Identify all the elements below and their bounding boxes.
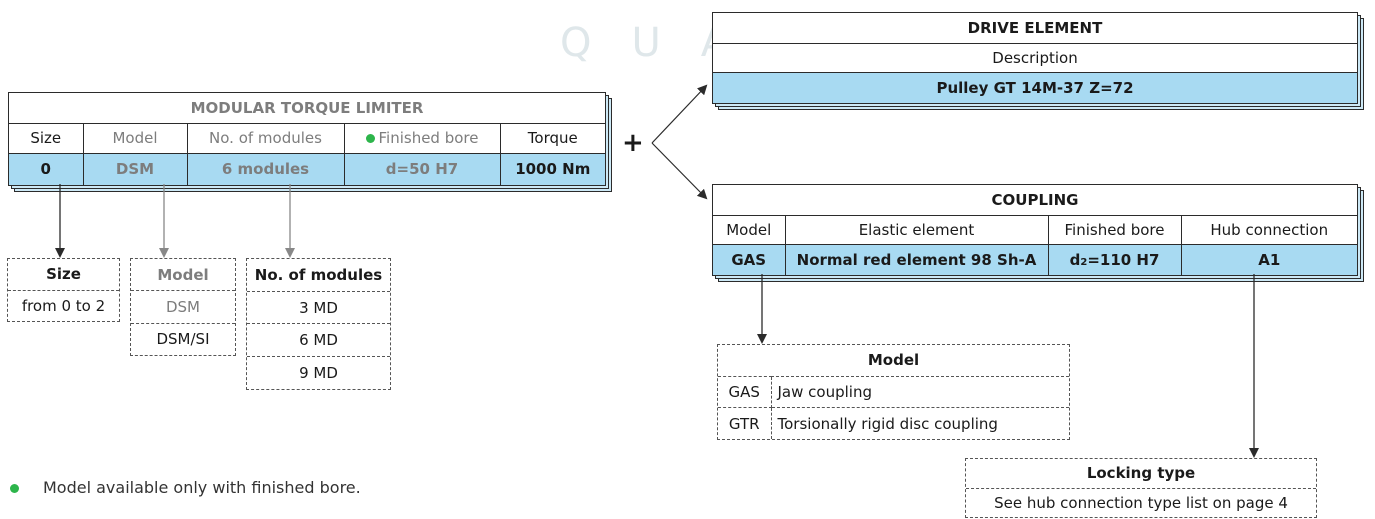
drive-element-table: DRIVE ELEMENT Description Pulley GT 14M-… [712, 12, 1358, 104]
plus-sign: + [622, 128, 644, 158]
coupling-model-options-title: Model [718, 345, 1069, 377]
torque-limiter-table: MODULAR TORQUE LIMITER Size Model No. of… [8, 92, 606, 186]
green-dot-icon [10, 484, 19, 493]
coupling-model-code-gas: GAS [718, 375, 772, 409]
header-torque: Torque [499, 122, 606, 154]
model-option-dsm: DSM [131, 290, 235, 324]
value-model: DSM [82, 152, 188, 185]
green-dot-icon [365, 134, 375, 143]
model-options: Model DSM DSM/SI [130, 258, 236, 356]
modules-options-title: No. of modules [247, 259, 390, 292]
coupling-header-elastic: Elastic element [784, 214, 1049, 245]
header-model: Model [82, 122, 188, 154]
locking-type-text: See hub connection type list on page 4 [966, 487, 1316, 517]
drive-element-title: DRIVE ELEMENT [713, 13, 1357, 44]
locking-type-box: Locking type See hub connection type lis… [965, 458, 1317, 518]
coupling-model-desc-gas: Jaw coupling [770, 375, 1069, 409]
size-options-title: Size [8, 259, 119, 291]
size-options-row: from 0 to 2 [8, 289, 119, 321]
arrow-drive-element [651, 84, 708, 144]
value-modules: 6 modules [186, 152, 345, 185]
modules-option-3: 3 MD [247, 290, 390, 325]
arrow-coupling [651, 142, 708, 200]
coupling-header-hub: Hub connection [1180, 214, 1358, 245]
coupling-table: COUPLING Model Elastic element Finished … [712, 184, 1358, 276]
modules-options: No. of modules 3 MD 6 MD 9 MD [246, 258, 391, 390]
model-options-title: Model [131, 259, 235, 292]
coupling-value-model: GAS [713, 243, 786, 275]
coupling-value-hub: A1 [1180, 243, 1358, 275]
value-size: 0 [9, 152, 84, 185]
drive-element-value: Pulley GT 14M-37 Z=72 [713, 71, 1357, 103]
footnote: Model available only with finished bore. [10, 478, 361, 497]
coupling-title: COUPLING [713, 185, 1358, 216]
coupling-model-options: Model GAS Jaw coupling GTR Torsionally r… [717, 344, 1070, 440]
coupling-header-bore: Finished bore [1047, 214, 1182, 245]
value-finished-bore: d=50 H7 [343, 152, 501, 185]
value-torque: 1000 Nm [499, 152, 606, 185]
header-finished-bore: Finished bore [343, 122, 501, 154]
coupling-value-bore: d2=110 H7 [1047, 243, 1182, 275]
coupling-model-code-gtr: GTR [718, 407, 772, 439]
modules-option-9: 9 MD [247, 356, 390, 389]
model-option-dsm-si: DSM/SI [131, 322, 235, 355]
coupling-value-elastic: Normal red element 98 Sh-A [784, 243, 1049, 275]
modules-option-6: 6 MD [247, 323, 390, 358]
locking-type-title: Locking type [966, 459, 1316, 489]
coupling-model-desc-gtr: Torsionally rigid disc coupling [770, 407, 1069, 439]
size-options: Size from 0 to 2 [7, 258, 120, 322]
watermark-text: QUA [560, 20, 769, 66]
